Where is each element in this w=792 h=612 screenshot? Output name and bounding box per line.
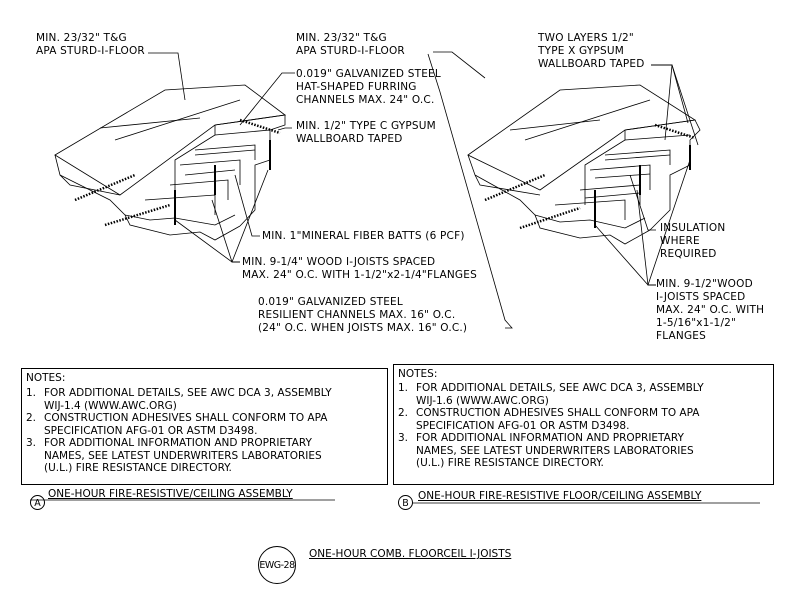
b-floor-line-1: MIN. 23/32" T&G [296,32,387,44]
notes-box-a: NOTES: 1.FOR ADDITIONAL DETAILS, SEE AWC… [21,368,388,485]
b-insulation-label: INSULATION WHERE REQUIRED [660,222,725,261]
b-gypsum-line-2: TYPE X GYPSUM [538,45,625,57]
assembly-a-leaders [148,52,513,329]
a-batts-label: MIN. 1"MINERAL FIBER BATTS (6 PCF) [262,230,465,243]
b-insulation-line-3: REQUIRED [660,248,717,260]
b-insulation-line-1: INSULATION [660,222,726,234]
drawing-tag-circle: EWG-28 [258,546,296,584]
notes-b-item-1: 1.FOR ADDITIONAL DETAILS, SEE AWC DCA 3,… [398,382,704,407]
notes-b-item-2: 2.CONSTRUCTION ADHESIVES SHALL CONFORM T… [398,407,700,432]
a-gypsum-line-2: WALLBOARD TAPED [296,133,403,145]
a-joists-label: MIN. 9-1/4" WOOD I-JOISTS SPACED MAX. 24… [242,256,477,282]
a-joists-line-1: MIN. 9-1/4" WOOD I-JOISTS SPACED [242,256,436,268]
a-hat-line-1: 0.019" GALVANIZED STEEL [296,68,441,80]
assembly-b-caption: ONE-HOUR FIRE-RESISTIVE FLOOR/CEILING AS… [418,490,702,502]
assembly-a-caption: ONE-HOUR FIRE-RESISTIVE/CEILING ASSEMBLY [48,488,293,500]
b-joists-label: MIN. 9-1/2"WOOD I-JOISTS SPACED MAX. 24"… [656,278,764,343]
assembly-a-illustration [54,84,287,241]
a-gypsum-label: MIN. 1/2" TYPE C GYPSUM WALLBOARD TAPED [296,120,436,146]
b-gypsum-line-1: TWO LAYERS 1/2" [538,32,634,44]
notes-a-item-2: 2.CONSTRUCTION ADHESIVES SHALL CONFORM T… [26,412,328,437]
a-resilient-line-3: (24" O.C. WHEN JOISTS MAX. 16" O.C.) [258,322,468,334]
b-gypsum-line-3: WALLBOARD TAPED [538,58,645,70]
b-gypsum-label: TWO LAYERS 1/2" TYPE X GYPSUM WALLBOARD … [538,32,645,71]
notes-a-header: NOTES: [26,372,66,384]
a-floor-line-2: APA STURD-I-FLOOR [36,45,145,57]
assembly-b-leaders [433,51,699,286]
a-batts-line-1: MIN. 1"MINERAL FIBER BATTS (6 PCF) [262,230,465,242]
a-gypsum-line-1: MIN. 1/2" TYPE C GYPSUM [296,120,436,132]
drawing-title: ONE-HOUR COMB. FLOORCEIL I-JOISTS [309,548,512,560]
a-resilient-line-2: RESILIENT CHANNELS MAX. 16" O.C. [258,309,456,321]
notes-b-header: NOTES: [398,368,438,380]
b-joists-line-3: MAX. 24" O.C. WITH [656,304,765,316]
a-joists-line-2: MAX. 24" O.C. WITH 1-1/2"x2-1/4"FLANGES [242,269,477,281]
b-joists-line-2: I-JOISTS SPACED [656,291,746,303]
a-floor-label: MIN. 23/32" T&G APA STURD-I-FLOOR [36,32,145,58]
b-joists-line-4: 1-5/16"x1-1/2" [656,317,737,329]
b-joists-line-1: MIN. 9-1/2"WOOD [656,278,753,290]
notes-a-item-1: 1.FOR ADDITIONAL DETAILS, SEE AWC DCA 3,… [26,387,332,412]
b-floor-label: MIN. 23/32" T&G APA STURD-I-FLOOR [296,32,405,58]
notes-a-list: 1.FOR ADDITIONAL DETAILS, SEE AWC DCA 3,… [26,387,332,475]
a-hat-line-3: CHANNELS MAX. 24" O.C. [296,94,435,106]
notes-b-list: 1.FOR ADDITIONAL DETAILS, SEE AWC DCA 3,… [398,382,704,470]
b-floor-line-2: APA STURD-I-FLOOR [296,45,405,57]
notes-box-b: NOTES: 1.FOR ADDITIONAL DETAILS, SEE AWC… [393,364,774,485]
a-resilient-label: 0.019" GALVANIZED STEEL RESILIENT CHANNE… [258,296,467,335]
a-hat-line-2: HAT-SHAPED FURRING [296,81,417,93]
a-hat-channel-label: 0.019" GALVANIZED STEEL HAT-SHAPED FURRI… [296,68,441,107]
assembly-b-tag: B [398,495,413,510]
a-resilient-line-1: 0.019" GALVANIZED STEEL [258,296,403,308]
notes-b-item-3: 3.FOR ADDITIONAL INFORMATION AND PROPRIE… [398,432,694,469]
notes-a-item-3: 3.FOR ADDITIONAL INFORMATION AND PROPRIE… [26,437,322,474]
a-floor-line-1: MIN. 23/32" T&G [36,32,127,44]
assembly-a-tag: A [30,495,45,510]
assembly-b-illustration [467,84,701,245]
b-joists-line-5: FLANGES [656,330,707,342]
b-insulation-line-2: WHERE [660,235,700,247]
